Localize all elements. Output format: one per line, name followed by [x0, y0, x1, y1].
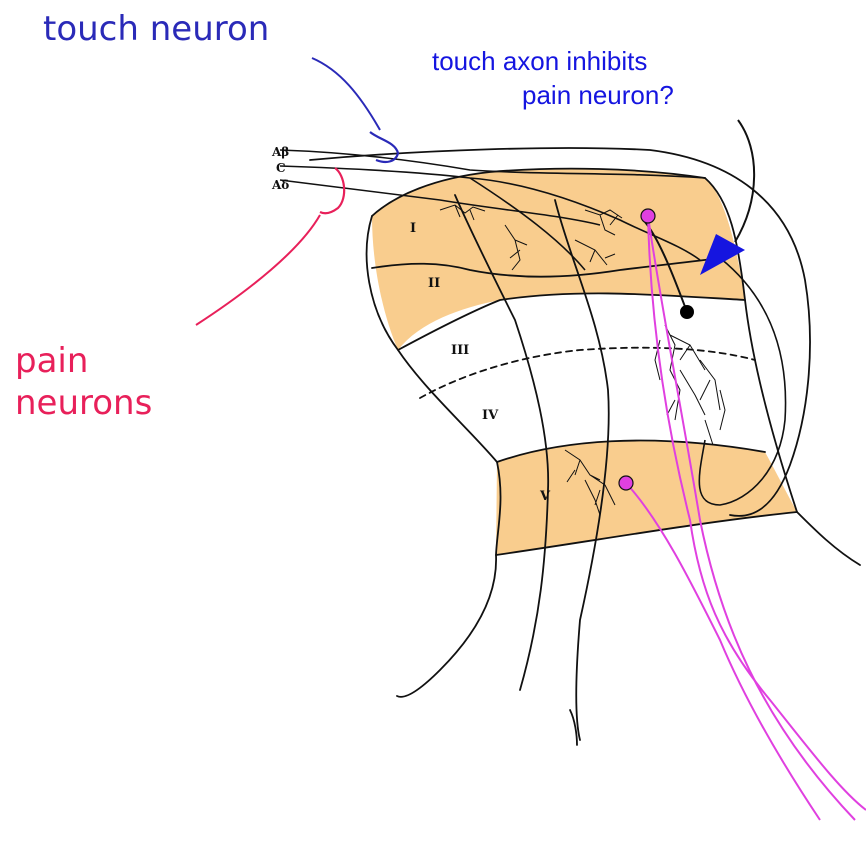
touch-axon-label-line2: pain neuron? [522, 80, 674, 110]
pain-neurons-bracket [320, 168, 344, 213]
touch-neuron-pointer [312, 58, 380, 130]
touch-axon-label-line1: touch axon inhibits [432, 46, 647, 76]
fiber-label-a-delta: Aδ [271, 178, 289, 192]
pain-neurons-pointer [196, 215, 320, 325]
lamina-label-IV: IV [482, 408, 499, 423]
fiber-label-c: C [276, 161, 286, 175]
pain-neuron-soma-lamina-I [641, 209, 655, 223]
pain-neurons-label-line2: neurons [15, 383, 152, 423]
touch-neuron-label: touch neuron [43, 9, 269, 49]
pain-neuron-soma-lamina-V [619, 476, 633, 490]
lamina-label-III: III [451, 343, 469, 358]
touch-axon-arrow-shaft [735, 120, 754, 242]
pain-neurons-label-line1: pain [15, 341, 88, 381]
lamina-label-V: V [539, 489, 551, 504]
fiber-label-a-beta: Aβ [271, 145, 289, 159]
lamina-label-I: I [410, 221, 416, 236]
lamina-label-II: II [428, 276, 440, 291]
touch-axon-terminal [680, 305, 694, 319]
